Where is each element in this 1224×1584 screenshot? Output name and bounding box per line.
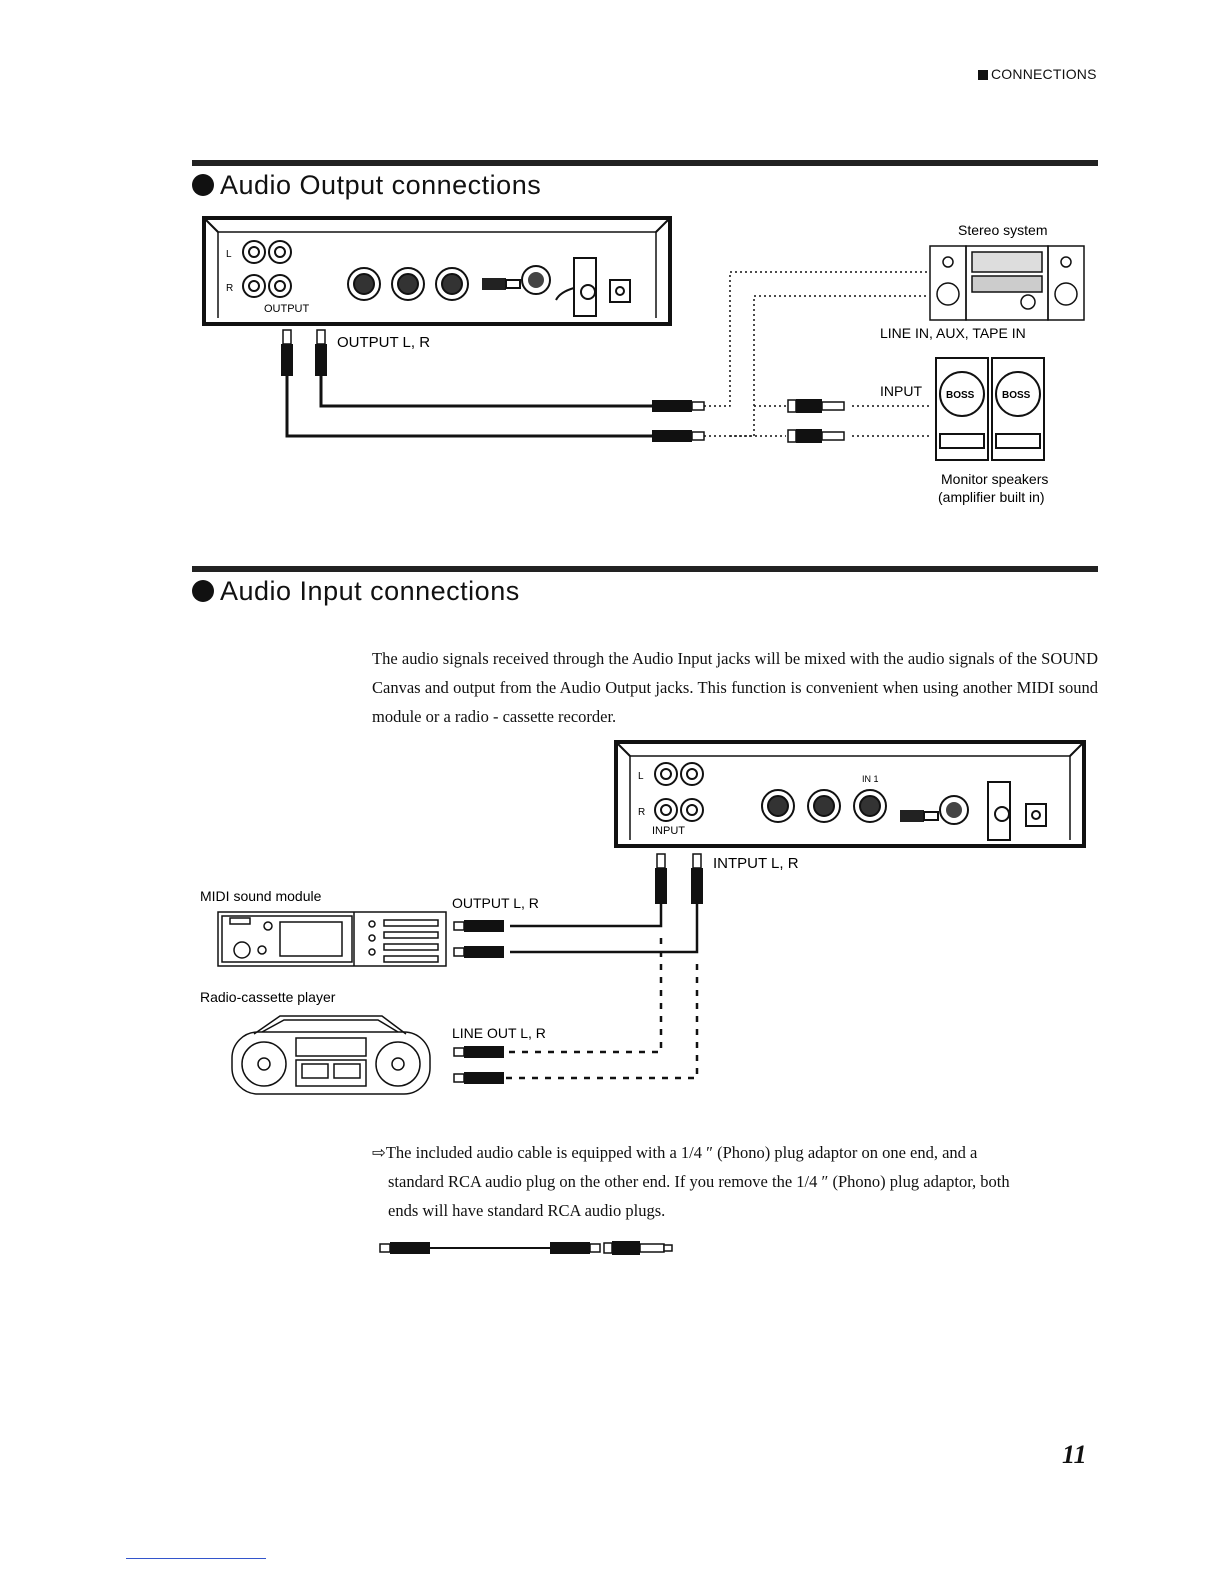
note-line-1: The included audio cable is equipped wit…: [385, 1143, 978, 1162]
sound-canvas-rear-panel-2: L R INPUT IN 1: [614, 740, 1086, 848]
stereo-input-label: LINE IN, AUX, TAPE IN: [880, 325, 1026, 341]
note-line-2: standard RCA audio plug on the other end…: [388, 1172, 1010, 1191]
jack-r-label: R: [226, 283, 233, 294]
input-jack-r-label: R: [638, 807, 645, 818]
radio-cassette-illustration: [231, 1015, 431, 1095]
output-jack-label: OUTPUT: [264, 303, 310, 315]
note-line-3: ends will have standard RCA audio plugs.: [388, 1201, 666, 1220]
monitor-speakers-label: Monitor speakers: [941, 471, 1048, 487]
dotted-connections: [704, 271, 932, 437]
output-plug-label: OUTPUT L, R: [337, 334, 430, 351]
output-connection-diagram: L R OUTPUT OUTPUT L, R: [202, 216, 1085, 505]
radio-output-label: LINE OUT L, R: [452, 1025, 546, 1041]
input-jack-label: INPUT: [652, 825, 685, 837]
input-plug-label: INTPUT L, R: [713, 855, 799, 872]
output-cables: [281, 329, 705, 442]
audio-cable-illustration: [379, 1241, 673, 1255]
speaker-brand-left: BOSS: [946, 390, 975, 401]
output-section-title: Audio Output connections: [192, 170, 541, 201]
midi-in-label: IN 1: [862, 774, 879, 784]
sound-canvas-rear-panel: L R OUTPUT: [202, 216, 672, 326]
midi-module-label: MIDI sound module: [200, 888, 322, 904]
midi-output-label: OUTPUT L, R: [452, 895, 539, 911]
input-section-title: Audio Input connections: [192, 576, 520, 607]
input-section-body: The audio signals received through the A…: [372, 649, 1098, 726]
stereo-system-label: Stereo system: [958, 222, 1047, 238]
monitor-input-label: INPUT: [880, 383, 922, 399]
section-divider-2: [192, 566, 1098, 572]
monitor-speakers-sublabel: (amplifier built in): [938, 489, 1045, 505]
bullet-icon: [192, 174, 214, 196]
input-cables: [453, 853, 703, 1084]
input-connection-diagram: L R INPUT IN 1: [200, 740, 1086, 1095]
phono-adaptors: [787, 399, 845, 443]
footer-rule: [126, 1558, 266, 1559]
arrow-right-icon: ⇨: [372, 1143, 386, 1162]
midi-module-illustration: [217, 911, 447, 967]
section-tag-label: CONNECTIONS: [991, 66, 1097, 82]
speaker-brand-right: BOSS: [1002, 390, 1031, 401]
bullet-icon-2: [192, 580, 214, 602]
radio-cassette-label: Radio-cassette player: [200, 989, 336, 1005]
jack-l-label: L: [226, 249, 232, 260]
stereo-system-illustration: [929, 245, 1085, 321]
section-divider: [192, 160, 1098, 166]
monitor-speakers-illustration: [935, 357, 1045, 461]
page-number: 11: [1062, 1440, 1087, 1469]
input-jack-l-label: L: [638, 771, 644, 782]
section-tag: CONNECTIONS: [978, 66, 1097, 82]
adaptor-note: ⇨The included audio cable is equipped wi…: [372, 1138, 1098, 1225]
square-bullet-icon: [978, 70, 988, 80]
